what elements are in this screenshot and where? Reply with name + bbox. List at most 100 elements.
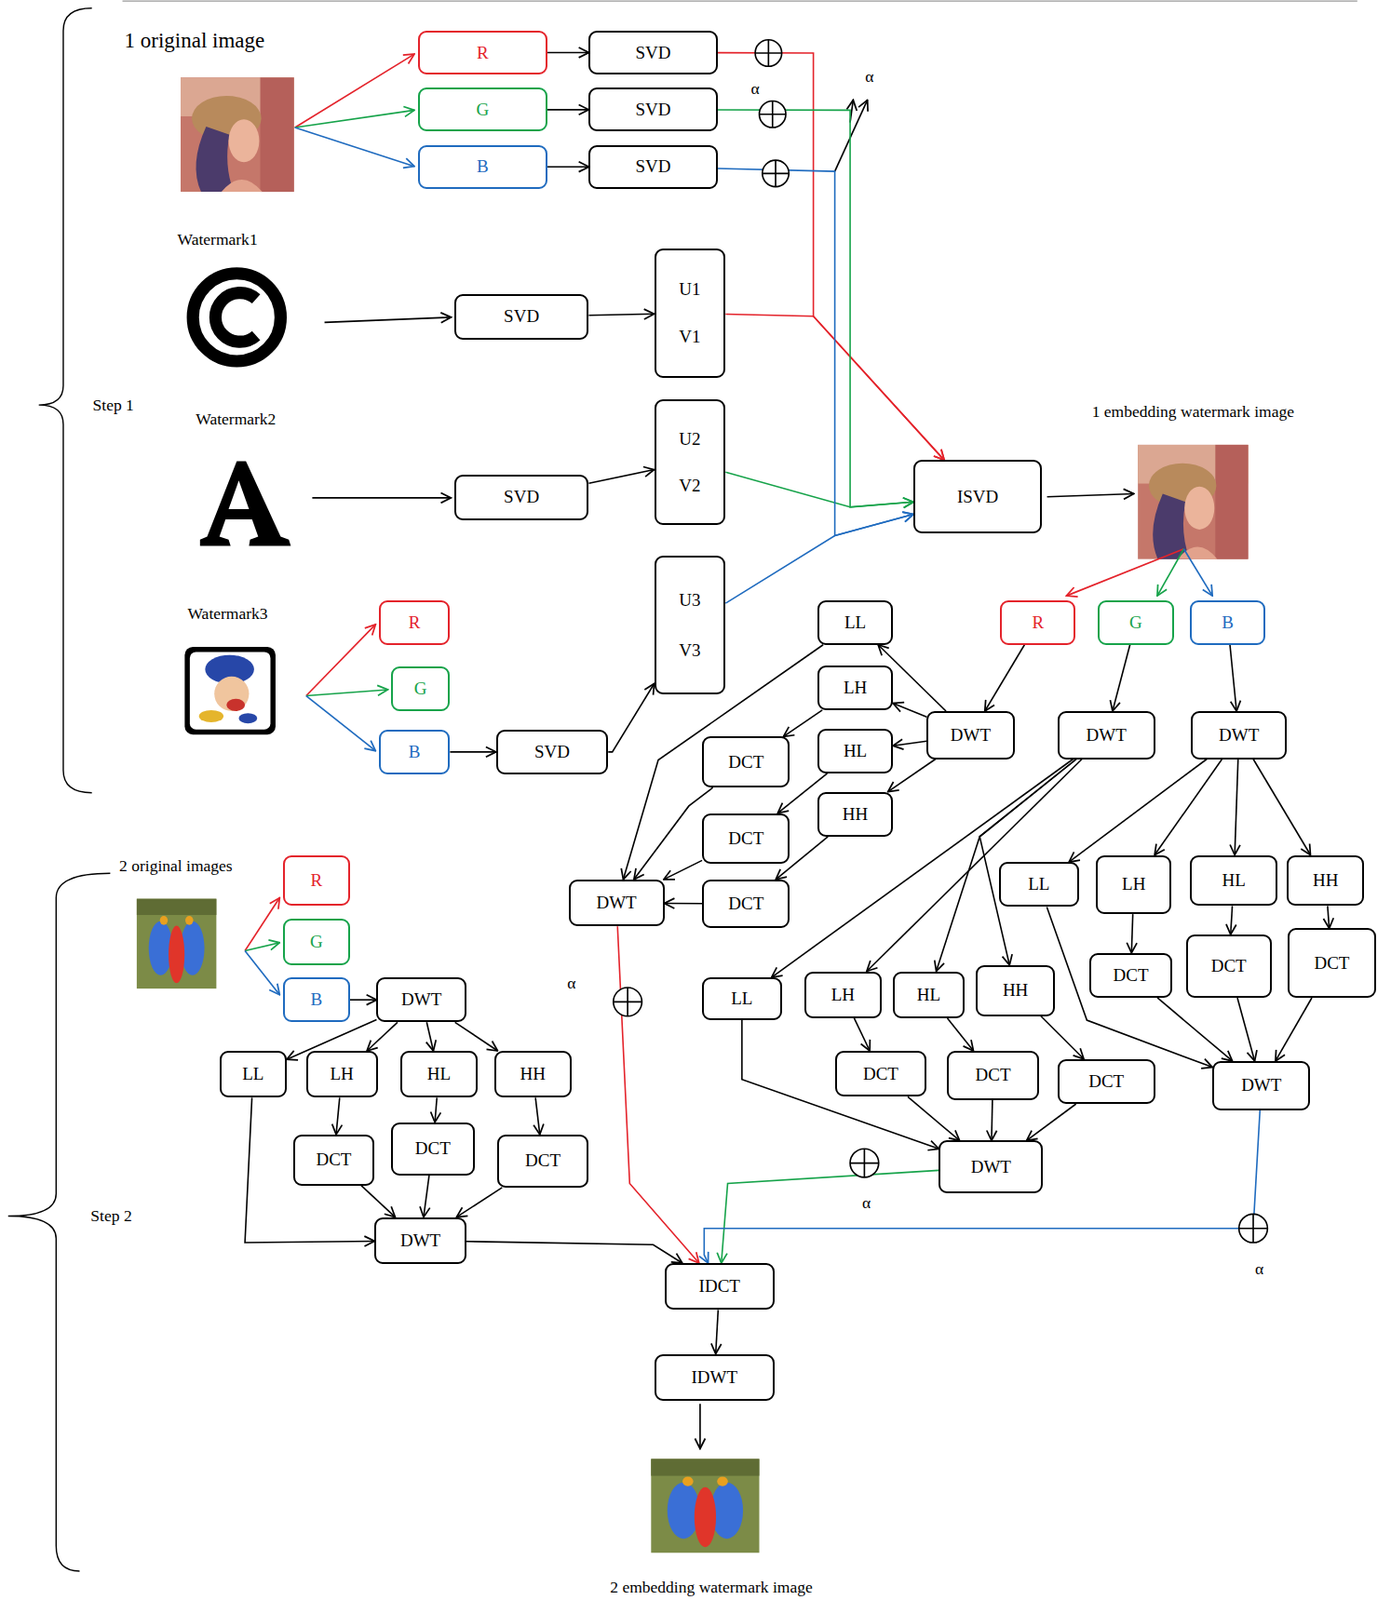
process-box: SVD — [496, 729, 609, 775]
process-box: SVD — [454, 294, 590, 340]
process-box: HH — [817, 792, 893, 838]
process-box: G — [283, 918, 351, 966]
process-box: DCT — [702, 736, 790, 788]
process-box: LH — [817, 665, 893, 711]
node-label: B — [408, 742, 421, 763]
process-box: LH — [804, 972, 882, 1019]
process-box: HH — [494, 1051, 572, 1098]
node-label: DWT — [950, 725, 991, 746]
node-label: R — [1031, 612, 1044, 634]
node-label: V1 — [678, 326, 701, 348]
connector-arrow — [244, 1097, 375, 1243]
annotation-label: α — [749, 79, 762, 98]
node-label: HL — [917, 985, 941, 1006]
connector-arrow — [1253, 759, 1310, 856]
process-box: HL — [1189, 855, 1278, 907]
annotation-label: Step 1 — [91, 395, 136, 415]
node-label: U3 — [678, 590, 701, 611]
connector-arrow — [892, 702, 927, 717]
annotation-label: α — [863, 67, 876, 86]
process-box: HL — [400, 1051, 478, 1098]
top-rule — [122, 0, 1358, 2]
connector-arrow — [456, 1188, 502, 1218]
connector-arrow — [1275, 998, 1312, 1062]
connector-arrow — [423, 1175, 430, 1218]
connector-arrow — [361, 1186, 396, 1218]
baboon-image — [650, 1458, 759, 1554]
adder-symbol — [1239, 1214, 1269, 1243]
process-box: HH — [1286, 855, 1364, 907]
node-label: DCT — [525, 1150, 561, 1172]
connector-arrow — [547, 108, 590, 111]
node-label: DWT — [971, 1157, 1012, 1178]
annotation-label: Step 2 — [88, 1206, 134, 1226]
node-label: G — [414, 678, 428, 700]
node-label: B — [310, 989, 323, 1011]
process-box: R — [418, 30, 547, 75]
node-label: SVD — [534, 742, 570, 763]
node-label: DWT — [595, 892, 636, 914]
process-box: LL — [219, 1051, 287, 1098]
node-label: ISVD — [957, 486, 999, 508]
node-label: SVD — [635, 156, 672, 177]
connector-arrow — [426, 1022, 433, 1052]
connector-arrow — [703, 1110, 1260, 1264]
process-box: DCT — [293, 1134, 376, 1187]
connector-arrow — [607, 683, 654, 752]
process-box: DCT — [835, 1051, 928, 1097]
process-box: IDCT — [664, 1263, 775, 1310]
process-box: G — [418, 87, 547, 132]
node-label: DCT — [1088, 1071, 1124, 1093]
adder-symbol — [850, 1148, 879, 1178]
process-box: LH — [1095, 855, 1172, 916]
node-label: DCT — [1313, 953, 1350, 974]
connector-arrow — [547, 52, 590, 55]
letter-watermark — [200, 460, 292, 546]
annotation-label: 2 embedding watermark image — [607, 1578, 814, 1597]
process-box: DWT — [374, 1217, 467, 1265]
process-box: SVD — [588, 87, 717, 132]
process-box: LL — [702, 977, 782, 1021]
node-label: R — [310, 870, 323, 892]
connector-arrow — [990, 1100, 994, 1142]
node-label: DWT — [400, 1230, 441, 1252]
adder-symbol — [613, 987, 643, 1017]
node-label: LH — [843, 677, 867, 699]
node-label: DWT — [1241, 1075, 1282, 1096]
node-label: HL — [427, 1064, 451, 1085]
connector-arrow — [892, 741, 927, 746]
node-label: DCT — [1211, 956, 1247, 977]
process-box: B — [1189, 600, 1266, 646]
process-box: DCT — [702, 813, 790, 865]
node-label: DWT — [1086, 725, 1127, 746]
connector-arrow — [588, 470, 654, 485]
process-box: U3V3 — [654, 555, 727, 695]
node-label: LH — [330, 1064, 354, 1085]
process-box: B — [378, 729, 451, 775]
node-label: HH — [519, 1064, 545, 1085]
node-label: SVD — [503, 486, 540, 508]
node-label: B — [476, 156, 489, 177]
node-label: G — [476, 99, 490, 121]
node-label: IDWT — [690, 1367, 738, 1389]
process-box: G — [1097, 600, 1174, 646]
cartoon-watermark — [184, 647, 276, 735]
node-label: DCT — [728, 752, 764, 773]
node-label: LL — [1027, 874, 1050, 895]
process-box: R — [378, 600, 451, 646]
process-box: DCT — [497, 1134, 590, 1189]
process-box: DCT — [1186, 934, 1272, 999]
connector-arrow — [663, 860, 703, 879]
node-label: LL — [242, 1064, 264, 1085]
connector-arrow — [985, 645, 1026, 712]
connector-arrow — [350, 999, 378, 1001]
process-box: DCT — [1089, 953, 1174, 999]
node-label: LH — [831, 985, 855, 1006]
process-box: DCT — [1057, 1059, 1156, 1105]
connector-arrow — [947, 1018, 974, 1052]
connector-arrow — [715, 1309, 719, 1354]
connector-arrow — [1131, 914, 1133, 954]
image-arrows — [244, 54, 1213, 1449]
node-label: SVD — [635, 99, 672, 121]
